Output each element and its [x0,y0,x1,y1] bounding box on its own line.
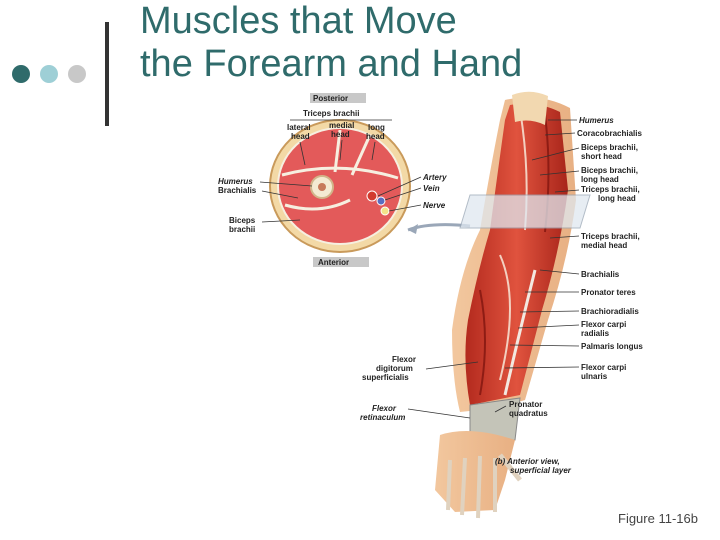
arm-muscles [465,103,568,405]
bullet-dot-1 [12,65,30,83]
pq-label-2: quadratus [509,409,548,418]
cross-section-diagram: Posterior Anterior Triceps brachii later… [218,93,471,267]
triceps-long-label-2: long head [598,194,636,203]
fcr-label-2: radialis [581,329,610,338]
humerus-label: Humerus [579,116,614,125]
humerus-xs-label: Humerus [218,177,253,186]
palmaris-label: Palmaris longus [581,342,643,351]
fds-label-3: superficialis [362,373,409,382]
title-line-1: Muscles that Move [140,0,457,42]
nerve-bundle [380,206,390,216]
pq-label-1: Pronator [509,400,542,409]
anterior-label: Anterior [318,258,349,267]
retinaculum-label-2: retinaculum [360,413,405,422]
artery-label: Artery [422,173,447,182]
figure-reference: Figure 11-16b [618,511,698,526]
biceps-xs-label-1: Biceps [229,216,256,225]
bullet-dot-2 [40,65,58,83]
nerve-label: Nerve [423,201,446,210]
triceps-medial-label-1: Triceps brachii, [581,232,640,241]
posterior-label: Posterior [313,94,348,103]
biceps-short-label-2: short head [581,152,622,161]
arm-leader-lines [407,119,580,419]
biceps-long-label-2: long head [581,175,619,184]
vein-vessel [376,196,386,206]
biceps-long-label-1: Biceps brachii, [581,166,638,175]
vein-label: Vein [423,184,440,193]
fds-label-1: Flexor [392,355,416,364]
retinaculum-label-1: Flexor [372,404,397,413]
pronator-teres-label: Pronator teres [581,288,636,297]
medial-head-label-1: medial [329,121,354,130]
brachioradialis-label: Brachioradialis [581,307,639,316]
lateral-head-label-2: head [291,132,310,141]
brachialis-xs-label: Brachialis [218,186,257,195]
bullet-dot-3 [68,65,86,83]
shoulder-joint [512,91,548,125]
triceps-long-label-1: Triceps brachii, [581,185,640,194]
cross-section-muscle [277,127,403,245]
fcu-label-1: Flexor carpi [581,363,626,372]
title-line-2: the Forearm and Hand [140,43,523,85]
long-head-label-2: head [366,132,385,141]
title-divider [105,22,109,126]
coracobrachialis-label: Coracobrachialis [577,129,642,138]
arm-illustration [435,91,591,519]
anterior-tab [313,257,369,267]
long-head-label-1: long [368,123,385,132]
lateral-head-label-1: lateral [287,123,311,132]
artery-vessel [366,190,378,202]
section-plane [459,194,591,229]
medial-head-label-2: head [331,130,350,139]
biceps-xs-label-2: brachii [229,225,255,234]
view-caption-2: superficial layer [510,466,572,475]
fcu-label-2: ulnaris [581,372,608,381]
fcr-label-1: Flexor carpi [581,320,626,329]
view-caption-1: (b) Anterior view, [495,457,560,466]
biceps-short-label-1: Biceps brachii, [581,143,638,152]
arm-labels: Humerus Coracobrachialis Biceps brachii,… [360,116,643,475]
fds-label-2: digitorum [376,364,413,373]
triceps-label: Triceps brachii [303,109,359,118]
posterior-tab [310,93,366,103]
brachialis-label: Brachialis [581,270,620,279]
slide-title: Muscles that Move the Forearm and Hand [140,0,522,86]
triceps-medial-label-2: medial head [581,241,627,250]
